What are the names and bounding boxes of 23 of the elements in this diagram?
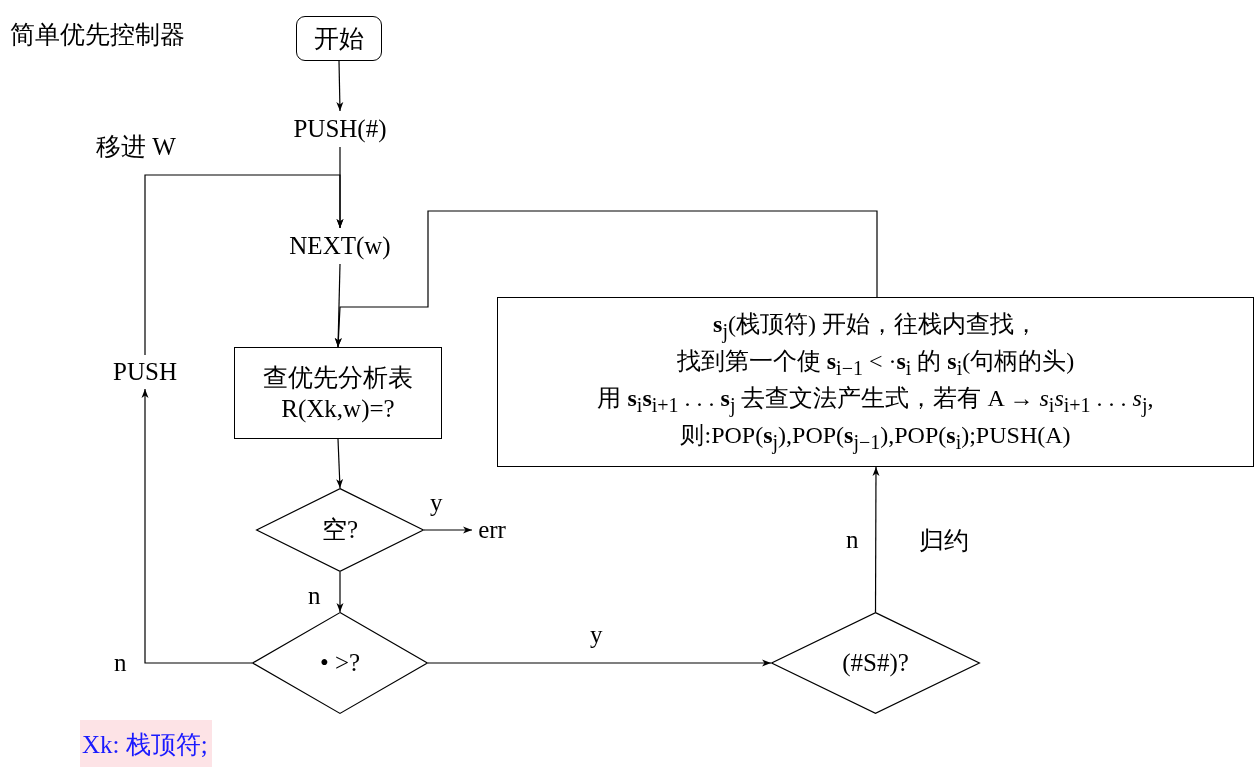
step-text: NEXT(w): [274, 228, 406, 264]
edge-label: 移进 W: [96, 134, 176, 159]
arrow: [144, 174, 344, 356]
text-label: 归约: [919, 528, 969, 553]
arrow: [334, 210, 878, 348]
arrow: [336, 60, 344, 112]
process-box: s$_{j}$(栈顶符) 开始，往栈内查找， 找到第一个使 s$_{i−1}$ < ·s$_{i}$ 的 s$_{i}$(句柄的头) 用 s$_{i}$s$_{i+1}$ . . . s$_{j}$ 去查文法产生式，若有 A → s$_{i}$s$_{i+1}$ . . . s$_{j}$, 则:POP(s$_{j}$),POP(s$_{j−1}$),POP(s$_{i}$);PUSH(A): [497, 297, 1254, 467]
start-box: 开始: [296, 16, 382, 61]
arrow: [872, 466, 880, 613]
decision-diamond: (#S#)?: [771, 612, 980, 714]
process-box: 查优先分析表 R(Xk,w)=?: [234, 347, 442, 439]
title: 简单优先控制器: [10, 22, 185, 47]
arrow: [336, 438, 344, 489]
note-text: Xk: 栈顶符;: [80, 720, 212, 767]
step-text: PUSH(#): [280, 111, 400, 147]
step-text: err: [472, 514, 512, 546]
decision-diamond: • >?: [252, 612, 428, 714]
arrow: [336, 571, 344, 613]
arrow: [427, 659, 772, 667]
step-text: PUSH: [102, 355, 188, 389]
arrow: [423, 526, 473, 534]
decision-diamond: 空?: [256, 488, 424, 572]
arrow: [141, 388, 253, 664]
